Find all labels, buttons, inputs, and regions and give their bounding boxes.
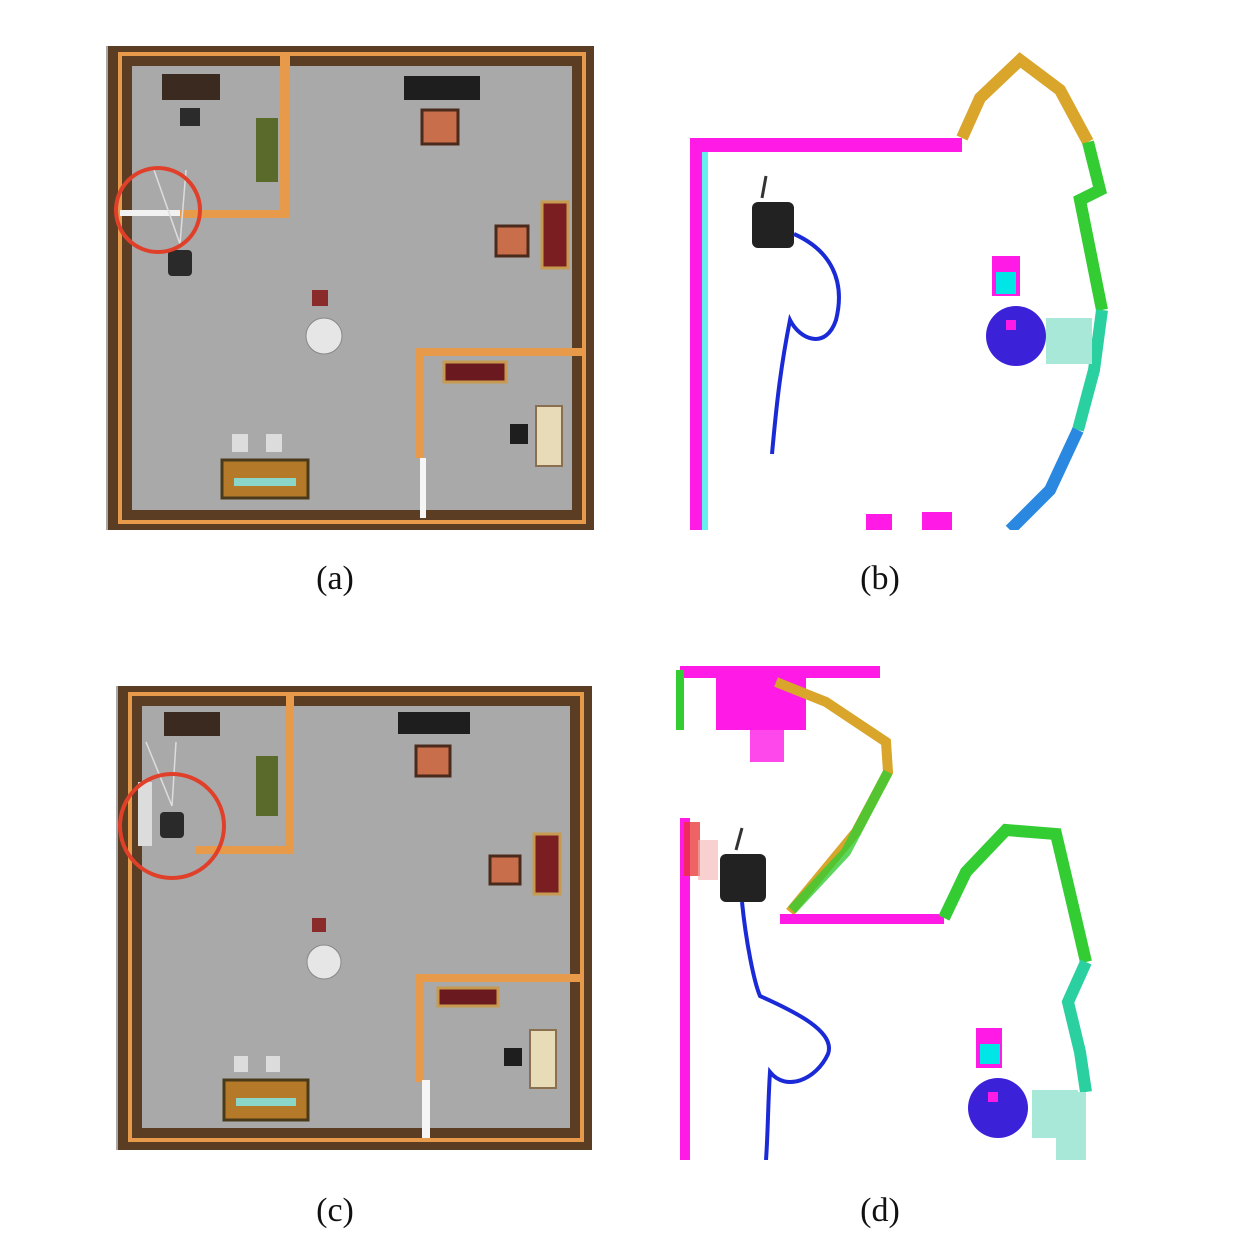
voxel-round-table [986,306,1046,366]
chair-red [312,290,328,306]
room-wall-top [416,974,582,982]
room-wall-top [416,348,584,356]
robot-arm-line [179,169,187,245]
counter-inset [236,1098,296,1106]
table-square-right [494,224,530,258]
robot [160,812,184,838]
chair-top-left [180,108,200,126]
chair-red [312,918,326,932]
highlight-circle [114,166,202,254]
stool-2 [266,1056,280,1072]
robot-arm [734,827,744,851]
tv-cabinet [404,76,480,100]
voxel-wall-top [690,138,962,152]
trajectory [740,901,832,1160]
robot [752,202,794,248]
stool-1 [232,434,248,452]
interior-wall-horizontal [180,210,290,218]
panel-c-svg [116,686,592,1150]
room-wall-left [416,348,424,458]
door-open [120,210,180,216]
voxel-boundary-green [1073,140,1108,312]
voxel-wall-top [680,666,880,678]
sofa-red-room [436,986,500,1008]
voxel-wall-left [680,818,690,1160]
panel-b-svg [690,52,1108,530]
caption-c: (c) [316,1192,354,1229]
sofa-red-right [540,200,570,270]
chair-room [510,424,528,444]
voxel-round-table [968,1078,1028,1138]
voxel-wall-middle [780,914,944,924]
round-table [306,944,342,980]
sofa-red-room [442,360,508,384]
tv-cabinet [398,712,470,734]
stool-1 [234,1056,248,1072]
caption-b: (b) [860,560,900,597]
round-table [305,317,343,355]
voxel-door-red [684,822,700,876]
panel-a-gazebo-scene [106,46,594,530]
desk-top-left [164,712,220,736]
outer-wall [118,686,592,1150]
interior-wall-vertical [286,696,294,852]
voxel-shadow-area [1046,318,1092,364]
chair-room [504,1048,522,1066]
voxel-object-top-near [980,1044,1000,1064]
caption-a: (a) [316,560,354,597]
voxel-stool-1 [866,514,892,530]
bed-room [529,1029,557,1089]
stool-2 [266,434,282,452]
sofa-red-right [532,832,562,896]
panel-b-voxel-map [690,50,1130,530]
robot [168,250,192,276]
voxel-marker [1006,320,1016,330]
voxel-boundary-green [938,823,1092,964]
voxel-wall-left-edge [702,150,708,530]
voxel-shadow-area [1032,1090,1078,1138]
voxel-wall-top-left-green [676,670,684,730]
panel-d-voxel-map [676,662,1116,1160]
voxel-boundary-green-diag [788,769,893,914]
sofa-green [256,756,278,816]
voxel-boundary-yellow [956,52,1094,145]
voxel-wall-left [690,142,702,530]
room-door [422,1080,430,1138]
outer-wall [108,46,594,530]
room-wall-left [416,974,424,1082]
table-square-top [414,744,452,778]
bed-room [535,405,563,467]
voxel-boundary-teal [1061,959,1092,1093]
voxel-block-top-2 [750,722,784,762]
sofa-green [256,118,278,182]
table-square-right [488,854,522,886]
voxel-stool-2 [922,512,952,530]
trajectory [770,232,841,455]
voxel-boundary-blue [1005,427,1084,530]
panel-d-svg [676,666,1092,1160]
caption-d: (d) [860,1192,900,1229]
panel-c-gazebo-scene [116,686,592,1150]
desk-top-left [162,74,220,100]
robot [720,854,766,902]
door-pushed [138,782,152,846]
interior-wall-horizontal [196,846,294,854]
interior-wall-vertical [280,56,290,216]
robot-arm [760,175,768,199]
voxel-marker [988,1092,998,1102]
highlight-circle [118,772,226,880]
voxel-door-pale [698,840,718,880]
room-door [420,458,426,518]
robot-arm-line [153,169,181,245]
table-square-top [420,108,460,146]
outer-wall-trim [118,52,586,524]
outer-wall-trim [128,692,584,1142]
voxel-boundary-teal [1072,309,1108,432]
voxel-object-top-near [996,272,1016,294]
counter-inset [234,478,296,486]
panel-a-svg [106,46,594,530]
